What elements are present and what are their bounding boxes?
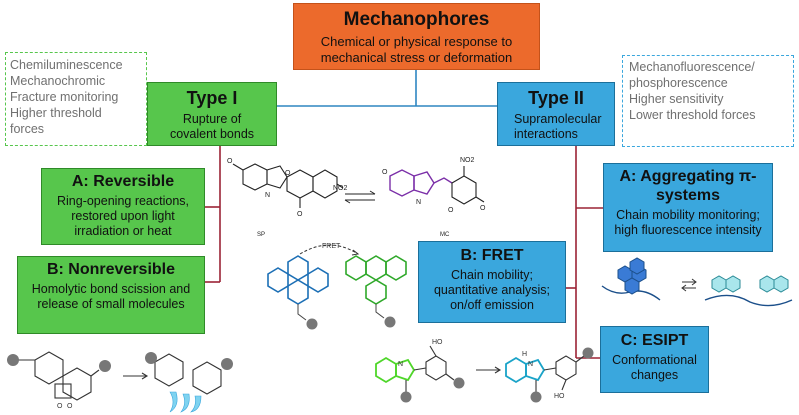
fret-box: B: FRET Chain mobility; quantitative ana… (418, 241, 566, 323)
aggregating-structures (601, 257, 793, 307)
fret-title: B: FRET (460, 247, 524, 264)
sp-o-label: O (297, 211, 303, 218)
type1-subtitle: Rupture of covalent bonds (169, 112, 255, 141)
fret-text: Chain mobility; quantitative analysis; o… (433, 268, 551, 312)
spiropyran-structure: O O N O NO2 SP (227, 158, 348, 238)
esipt-ho-label: HO (432, 339, 443, 346)
mc-o-label: O (382, 169, 388, 176)
esipt-n-label: N (528, 361, 533, 368)
dioxetane-structures: O O (7, 351, 233, 413)
aggregating-text: Chain mobility monitoring; high fluoresc… (614, 208, 762, 237)
reversible-text: Ring-opening reactions, restored upon li… (56, 194, 190, 238)
merocyanine-structure: NO2 O O O N MC (382, 157, 486, 238)
aggregating-box: A: Aggregating π-systems Chain mobility … (603, 163, 773, 252)
mechanophores-subtitle: Chemical or physical response to mechani… (320, 34, 513, 65)
aggregating-title: A: Aggregating π-systems (619, 168, 757, 204)
mc-n-label: N (416, 199, 421, 206)
nonreversible-title: B: Nonreversible (46, 261, 176, 278)
mc-o-label: O (448, 207, 454, 214)
type2-feature-item: Higher sensitivity (629, 92, 724, 106)
type2-feature-item: Lower threshold forces (629, 108, 756, 122)
sp-no2-label: NO2 (333, 185, 348, 192)
esipt-box: C: ESIPT Conformational changes (600, 326, 709, 393)
type2-box: Type II Supramolecular interactions (497, 82, 615, 146)
sp-n-label: N (265, 192, 270, 199)
sp-o-label: O (285, 170, 291, 177)
esipt-ho-label: HO (554, 393, 565, 400)
fret-structures: FRET (267, 243, 407, 330)
type1-feature-item: Fracture monitoring (10, 90, 119, 104)
mc-o-label: O (480, 205, 486, 212)
esipt-title: C: ESIPT (620, 332, 689, 349)
type2-subtitle: Supramolecular interactions (514, 112, 602, 141)
reversible-title: A: Reversible (71, 173, 175, 190)
type1-feature-item: Higher threshold forces (10, 106, 102, 136)
type2-features-box: Mechanofluorescence/ phosphorescence Hig… (622, 55, 794, 147)
esipt-text: Conformational changes (612, 353, 697, 382)
reversible-box: A: Reversible Ring-opening reactions, re… (41, 168, 205, 245)
type1-feature-item: Mechanochromic (10, 74, 106, 88)
sp-label: SP (257, 232, 265, 238)
type2-feature-item: Mechanofluorescence/ phosphorescence (629, 60, 755, 90)
mechanophores-title: Mechanophores (343, 9, 490, 30)
dioxetane-o-label: O (57, 403, 63, 410)
fret-arrow-label: FRET (322, 243, 341, 250)
type2-title: Type II (528, 88, 584, 108)
type1-features-box: Chemiluminescence Mechanochromic Fractur… (5, 52, 147, 146)
esipt-n-label: N (398, 361, 403, 368)
type1-feature-item: Chemiluminescence (10, 58, 123, 72)
type1-title: Type I (186, 88, 238, 108)
equilibrium-arrows (344, 190, 376, 204)
esipt-structures: HO N N H HO (375, 339, 594, 403)
nonreversible-box: B: Nonreversible Homolytic bond scission… (17, 256, 205, 334)
esipt-h-label: H (522, 351, 527, 358)
sp-o-label: O (227, 158, 233, 165)
type1-box: Type I Rupture of covalent bonds (147, 82, 277, 146)
mechanophores-box: Mechanophores Chemical or physical respo… (293, 3, 540, 70)
dioxetane-o-label: O (67, 403, 73, 410)
mc-no2-label: NO2 (460, 157, 475, 164)
nonreversible-text: Homolytic bond scission and release of s… (31, 282, 191, 311)
mc-label: MC (440, 232, 450, 238)
